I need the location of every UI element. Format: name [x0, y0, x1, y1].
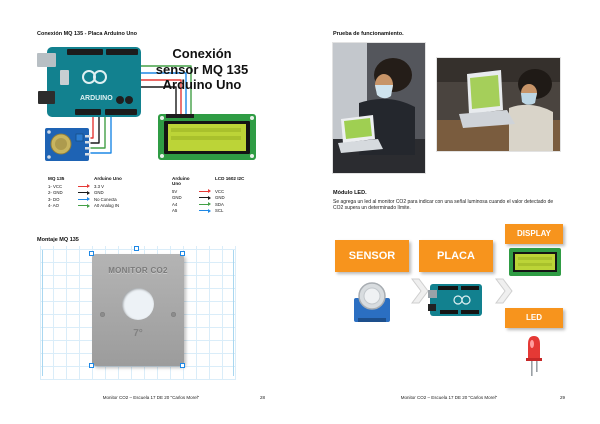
guide-line [233, 250, 234, 376]
figure-heading-line3: Arduino Uno [162, 77, 242, 92]
photo-student-testing-2 [436, 57, 561, 152]
wire-arrow-icon [199, 195, 211, 200]
angle-engraving: 7° [133, 328, 143, 339]
pin-to: A0 Analog IN [94, 203, 120, 209]
page-number: 28 [259, 395, 265, 400]
sensor-hole [122, 288, 154, 320]
module-led-description: Se agrega un led al monitor CO2 para ind… [333, 199, 554, 212]
montaje-section-title: Montaje MQ 135 [37, 237, 79, 243]
pin-to: No Conecta [94, 196, 117, 202]
footer-left: Monitor CO2 – Escuela 17 DE 20 "Carlos M… [37, 395, 265, 400]
pin-to: GND [215, 195, 225, 201]
panel-engraving: MONITOR CO2 [108, 266, 168, 275]
flow-block-led: LED [505, 308, 563, 328]
left-page-title: Conexión MQ 135 - Placa Arduino Uno [37, 31, 138, 37]
pin-to: GND [94, 190, 104, 196]
mq135-sensor-photo [354, 282, 390, 322]
pin-to: SDA [215, 201, 224, 207]
wire-arrow-icon [199, 208, 211, 213]
pin-from: 4- AO [48, 203, 59, 209]
arduino-uno-illustration: ARDUINO [37, 47, 141, 117]
pin-mapping-tables: MQ 135 Arduino Uno 1- VCC 3.3 V 2- GND G… [48, 176, 260, 216]
guide-line [42, 250, 43, 376]
col-header: MQ 135 [48, 176, 65, 181]
enclosure-3d-render: MONITOR CO2 7° [40, 246, 236, 380]
monitor-enclosure-panel: MONITOR CO2 7° [92, 254, 184, 366]
col-header: Arduino Uno [172, 176, 190, 186]
wire-arrow-icon [78, 184, 90, 189]
flow-block-placa: PLACA [419, 240, 493, 272]
pin-row: 3- DO No Conecta [48, 196, 146, 203]
lcd-1602-illustration [158, 114, 256, 160]
pin-from: 2- GND [48, 190, 63, 196]
pin-from: 1- VCC [48, 183, 63, 189]
selection-handle [180, 363, 185, 368]
wire-arrow-icon [78, 197, 90, 202]
chevron-right-icon [495, 278, 513, 304]
pin-from: A5 [172, 208, 178, 214]
figure-heading-line1: Conexión [172, 46, 232, 61]
pin-row: 4- AO A0 Analog IN [48, 203, 146, 210]
pin-from: 3- DO [48, 196, 60, 202]
flow-block-sensor: SENSOR [335, 240, 409, 272]
lcd-pin-table: Arduino Uno LCD 1602 I2C 5V VCC GND GND … [172, 176, 249, 214]
pin-from: A4 [172, 201, 178, 207]
pin-row: 1- VCC 3.3 V [48, 183, 146, 190]
pin-to: VCC [215, 188, 225, 194]
module-led-title: Módulo LED. [333, 190, 367, 196]
footer-right: Monitor CO2 – Escuela 17 DE 20 "Carlos M… [333, 395, 565, 400]
photo-student-testing-1 [332, 42, 426, 174]
pin-row: A4 SDA [172, 201, 249, 208]
red-led-photo [526, 336, 542, 376]
wire-arrow-icon [199, 189, 211, 194]
figure-heading-line2: sensor MQ 135 [155, 61, 249, 77]
pin-from: 5V [172, 188, 178, 194]
right-page-title: Prueba de funcionamiento. [333, 31, 404, 37]
pin-from: GND [172, 195, 182, 201]
col-header: LCD 1602 I2C [215, 176, 245, 181]
wiring-lines [90, 65, 192, 154]
selection-handle [134, 246, 139, 251]
mq135-pin-table: MQ 135 Arduino Uno 1- VCC 3.3 V 2- GND G… [48, 176, 146, 209]
wire-arrow-icon [78, 203, 90, 208]
figure-heading: Conexión sensor MQ 135 Arduino Uno [143, 46, 261, 93]
table-header: Arduino Uno LCD 1602 I2C [172, 176, 249, 186]
chevron-right-icon [411, 278, 429, 304]
system-flow-diagram: SENSOR PLACA DISPLAY LED [333, 220, 565, 388]
pin-row: 5V VCC [172, 188, 249, 195]
flow-block-display: DISPLAY [505, 224, 563, 244]
pin-row: 2- GND GND [48, 190, 146, 197]
mq135-sensor-illustration [45, 128, 90, 161]
arduino-board-photo [428, 284, 482, 316]
pin-to: SCL [215, 208, 224, 214]
lcd-display-photo [509, 248, 561, 276]
table-header: MQ 135 Arduino Uno [48, 176, 146, 181]
footer-text: Monitor CO2 – Escuela 17 DE 20 "Carlos M… [102, 395, 200, 400]
selection-handle [89, 363, 94, 368]
pin-to: 3.3 V [94, 183, 105, 189]
wire-arrow-icon [78, 190, 90, 195]
screw-detail [171, 312, 176, 317]
selection-handle [180, 251, 185, 256]
selection-handle [89, 251, 94, 256]
wire-arrow-icon [199, 202, 211, 207]
footer-text: Monitor CO2 – Escuela 17 DE 20 "Carlos M… [400, 395, 498, 400]
wiring-figure: ARDUINO [37, 42, 259, 174]
screw-detail [100, 312, 105, 317]
arduino-board-label: ARDUINO [80, 95, 113, 102]
page-number: 29 [559, 395, 565, 400]
col-header: Arduino Uno [94, 176, 122, 181]
pin-row: A5 SCL [172, 208, 249, 215]
pin-row: GND GND [172, 195, 249, 202]
